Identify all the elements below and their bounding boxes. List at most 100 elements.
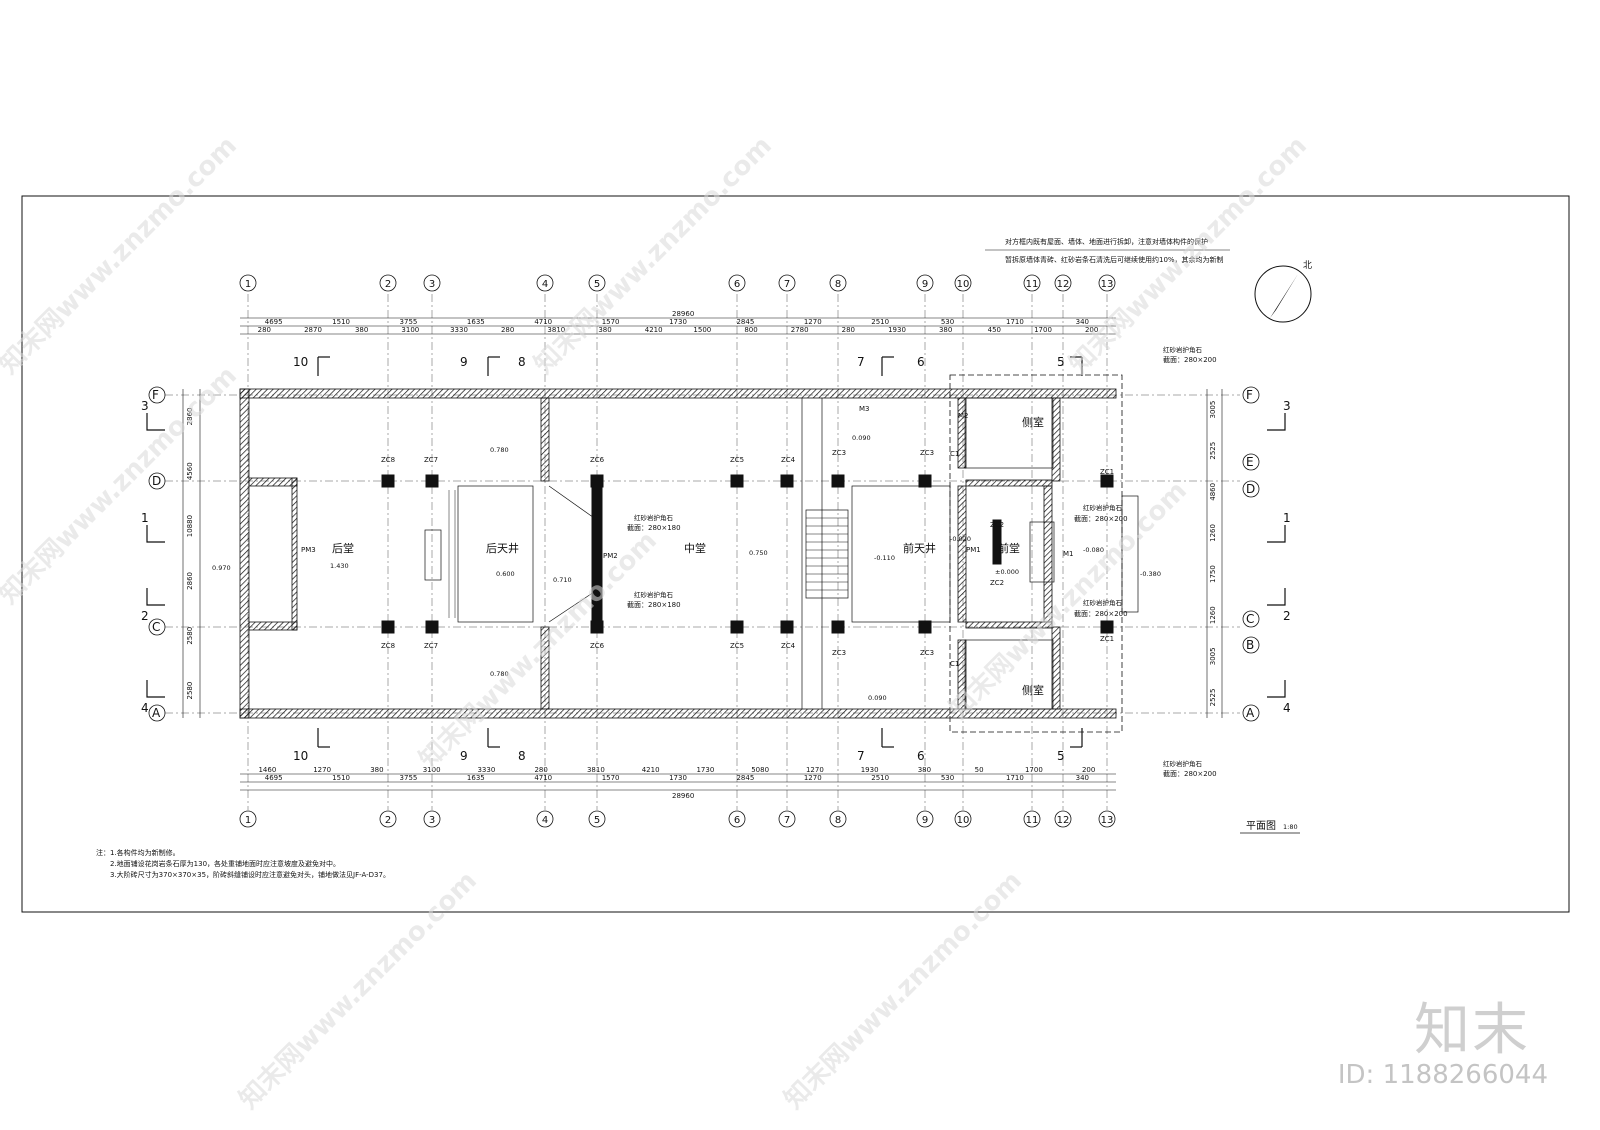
dimension-value: 3810 bbox=[547, 326, 565, 334]
axis-label-bottom: 6 bbox=[734, 815, 740, 826]
axis-label-bottom: 10 bbox=[957, 815, 970, 826]
cornerstone-label-3: 红砂岩护角石 bbox=[1083, 598, 1123, 607]
door-m3: M3 bbox=[859, 405, 870, 413]
col-label-zc4-top: ZC4 bbox=[781, 456, 796, 464]
level-0000: ±0.000 bbox=[995, 568, 1019, 576]
dimension-value: 1730 bbox=[696, 766, 714, 774]
level-marks: 0.970 1.430 0.780 0.600 0.710 0.750 0.09… bbox=[212, 434, 1161, 702]
level-0970: 0.970 bbox=[212, 564, 231, 572]
section-1-right: 1 bbox=[1283, 511, 1291, 525]
axis-bubble bbox=[829, 274, 847, 292]
axis-bubble bbox=[1023, 274, 1041, 292]
dimension-value: 380 bbox=[355, 326, 368, 334]
dimension-value: 280 bbox=[501, 326, 514, 334]
section-9-bottom: 9 bbox=[460, 749, 468, 763]
col-label-zc3-top-b: ZC3 bbox=[920, 449, 934, 457]
axis-bubble bbox=[1098, 810, 1116, 828]
dimension-value: 3005 bbox=[1209, 647, 1217, 665]
room-side-top: 侧室 bbox=[1022, 415, 1044, 429]
level-0750: 0.750 bbox=[749, 549, 768, 557]
door-m2: M2 bbox=[958, 412, 969, 420]
dimension-value: 2580 bbox=[186, 627, 194, 645]
axis-bubble bbox=[778, 810, 796, 828]
axis-label-top: 7 bbox=[784, 279, 790, 290]
dimension-value: 1750 bbox=[1209, 565, 1217, 583]
site-logo: 知末 bbox=[1414, 998, 1530, 1063]
axis-label-top: 5 bbox=[594, 279, 600, 290]
level-m0020: -0.020 bbox=[950, 535, 971, 543]
axis-label-D-left: D bbox=[152, 474, 161, 488]
overall-length-top: 28960 bbox=[672, 310, 694, 318]
axis-bubble bbox=[536, 810, 554, 828]
axis-bubble bbox=[954, 274, 972, 292]
axis-bubble bbox=[728, 274, 746, 292]
section-6-bottom: 6 bbox=[917, 749, 925, 763]
level-m0080: -0.080 bbox=[1083, 546, 1104, 554]
north-arrow: 北 bbox=[1254, 260, 1312, 323]
axis-label-top: 6 bbox=[734, 279, 740, 290]
dimension-value: 1270 bbox=[804, 774, 822, 782]
watermark-7: 知末网www.znzmo.com bbox=[234, 866, 483, 1115]
cornerstone-size-5: 截面：280×180 bbox=[627, 523, 681, 532]
dimension-value: 4210 bbox=[642, 766, 660, 774]
window-c1-top: C1 bbox=[950, 450, 959, 458]
axis-label-top: 2 bbox=[385, 279, 391, 290]
axis-label-bottom: 13 bbox=[1101, 815, 1114, 826]
sheet-border bbox=[21, 195, 1570, 913]
cornerstone-label-2: 红砂岩护角石 bbox=[1083, 503, 1123, 512]
axis-label-top: 12 bbox=[1057, 279, 1070, 290]
section-marks bbox=[146, 356, 1286, 748]
top-note-1: 对方框内既有屋面、墙体、地面进行拆卸，注意对墙体构件的保护 bbox=[1005, 237, 1208, 246]
dimension-value: 4860 bbox=[1209, 483, 1217, 501]
dimension-value: 3330 bbox=[477, 766, 495, 774]
dimension-value: 2845 bbox=[736, 318, 754, 326]
top-note-2: 暂拆原墙体青砖、红砂岩条石清洗后可继续使用约10%，其余均为新制 bbox=[1005, 255, 1224, 264]
columns bbox=[381, 474, 1114, 634]
dimension-value: 1270 bbox=[804, 318, 822, 326]
section-8-top: 8 bbox=[518, 355, 526, 369]
dimension-value: 280 bbox=[842, 326, 855, 334]
demolition-frame bbox=[949, 374, 1123, 733]
level-m0110: -0.110 bbox=[874, 554, 895, 562]
dimension-value: 4710 bbox=[534, 774, 552, 782]
dimension-value: 1500 bbox=[693, 326, 711, 334]
dimension-value: 50 bbox=[975, 766, 984, 774]
axis-label-bottom: 5 bbox=[594, 815, 600, 826]
axis-bubble bbox=[1098, 274, 1116, 292]
inner-lines bbox=[424, 397, 1139, 710]
section-9-top: 9 bbox=[460, 355, 468, 369]
north-label: 北 bbox=[1303, 260, 1312, 271]
dimension-value: 2580 bbox=[186, 682, 194, 700]
cornerstone-size-1: 截面：280×200 bbox=[1163, 355, 1217, 364]
axis-bubble bbox=[1023, 810, 1041, 828]
dimension-value: 2510 bbox=[871, 318, 889, 326]
cornerstone-label-5: 红砂岩护角石 bbox=[634, 513, 674, 522]
watermark-8: 知末网www.znzmo.com bbox=[779, 866, 1028, 1115]
axis-label-top: 8 bbox=[835, 279, 841, 290]
axis-label-F-right: F bbox=[1246, 388, 1253, 402]
dimension-value: 3100 bbox=[401, 326, 419, 334]
cornerstone-size-2: 截面：280×200 bbox=[1074, 514, 1128, 523]
room-side-bottom: 侧室 bbox=[1022, 683, 1044, 697]
room-back-hall: 后堂 bbox=[332, 542, 354, 555]
dimension-value: 4210 bbox=[645, 326, 663, 334]
dimension-value: 1930 bbox=[861, 766, 879, 774]
dimension-value: 530 bbox=[941, 318, 954, 326]
dimension-value: 1260 bbox=[1209, 524, 1217, 542]
level-1430: 1.430 bbox=[330, 562, 349, 570]
axis-label-top: 1 bbox=[245, 279, 251, 290]
section-7-bottom: 7 bbox=[857, 749, 865, 763]
col-label-zc7-top: ZC7 bbox=[424, 456, 438, 464]
axis-label-top: 13 bbox=[1101, 279, 1114, 290]
col-label-zc2-top: ZC2 bbox=[990, 521, 1004, 529]
cornerstone-size-3: 截面：280×200 bbox=[1074, 609, 1128, 618]
axis-label-A-left: A bbox=[152, 706, 161, 720]
dimension-value: 4560 bbox=[186, 462, 194, 480]
dimension-value: 1635 bbox=[467, 774, 485, 782]
